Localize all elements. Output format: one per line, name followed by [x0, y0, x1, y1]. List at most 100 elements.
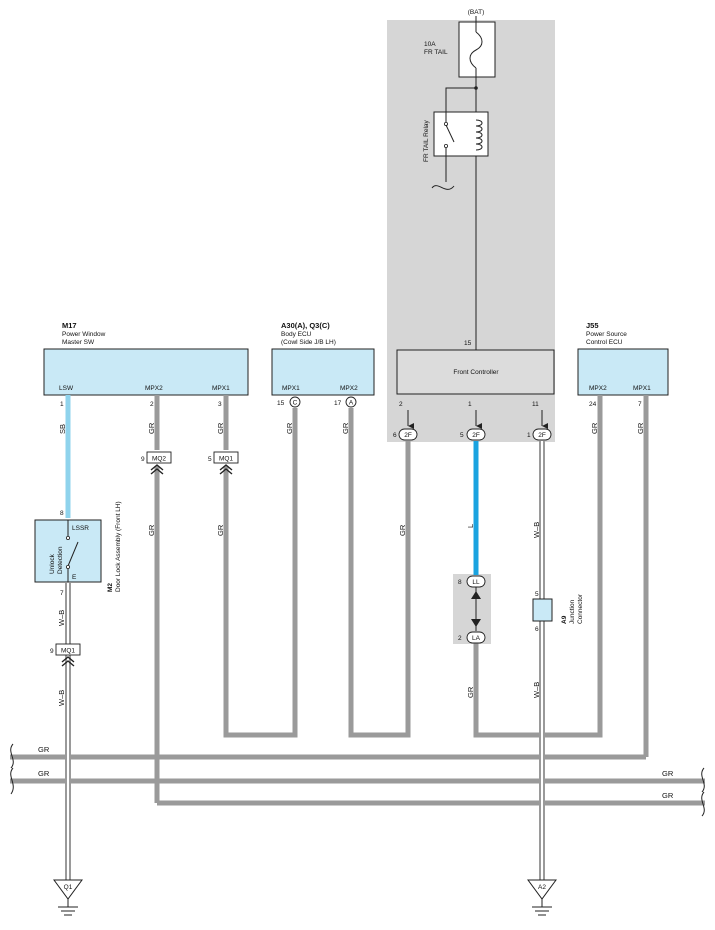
fuse-name-label: FR TAIL [424, 49, 448, 56]
wire-label-fc-l: L [466, 524, 475, 528]
j55-pin-num-7: 7 [638, 401, 642, 408]
body-ecu-name-line1: Body ECU [281, 331, 312, 338]
wire-label-fc-wb: W–B [532, 522, 541, 538]
body-ecu-connector-a-label: A [349, 400, 354, 407]
ll-id: LL [472, 579, 480, 586]
ground-a2-label: A2 [538, 884, 546, 891]
a9-code: A9 [561, 615, 568, 624]
fc-conn-1-id: 2F [538, 432, 546, 439]
body-ecu-pin-num-17: 17 [334, 400, 342, 407]
j55-name-line2: Control ECU [586, 339, 623, 346]
bus-line-2-label-left: GR [38, 769, 50, 778]
relay-feed-wire [445, 87, 476, 112]
front-controller-box [396, 349, 555, 395]
body-ecu-code: A30(A), Q3(C) [281, 321, 330, 330]
relay-label: FR TAIL Relay [423, 119, 430, 162]
bat-label: (BAT) [468, 9, 485, 16]
wire-label-m17-mpx1: GR [216, 422, 225, 434]
body-ecu-pin-mpx1: MPX1 [282, 385, 300, 392]
a9-name-line1: Junction [569, 599, 576, 624]
fuse-symbol [469, 31, 483, 69]
m2-pin-top: 8 [60, 510, 64, 517]
mq1-lower-num: 9 [50, 648, 54, 655]
mq1-lower-chevron [61, 656, 75, 667]
m17-pin-num-3: 3 [218, 401, 222, 408]
la-conn [466, 631, 486, 644]
bus-line-3-label-right: GR [662, 791, 674, 800]
wire-label-mq2-below: GR [147, 524, 156, 536]
a9-pin-top: 5 [535, 591, 539, 598]
wire-label-body-mpx2: GR [341, 422, 350, 434]
bus-break-right [701, 767, 705, 817]
m17-pin-mpx1: MPX1 [212, 385, 230, 392]
a9-box [532, 598, 553, 622]
body-ecu-box [271, 348, 375, 396]
j55-pin-num-24: 24 [589, 401, 597, 408]
bus-break-left [10, 743, 14, 795]
m2-pin-bottom: 7 [60, 590, 64, 597]
bus-line-2-label-right: GR [662, 769, 674, 778]
relay-switch-blade [445, 124, 455, 143]
fc-conn-1-num: 1 [527, 432, 531, 439]
body-ecu-pin-mpx2: MPX2 [340, 385, 358, 392]
m2-name: Door Lock Assembly (Front LH) [115, 501, 122, 592]
j55-name-line1: Power Source [586, 331, 627, 338]
j55-code: J55 [586, 321, 599, 330]
wire-label-j55-mpx2: GR [590, 422, 599, 434]
junction-dot [474, 86, 478, 90]
relay-switch-contact-bottom [443, 143, 448, 148]
m2-code: M2 [107, 583, 114, 592]
wire-label-j55-mpx1: GR [636, 422, 645, 434]
wire-label-body-mpx1: GR [285, 422, 294, 434]
wire-la-gr [473, 395, 603, 738]
front-controller-label: Front Controller [453, 369, 499, 376]
a9-name-line2: Connector [577, 593, 584, 624]
wire-label-mq1-below: GR [216, 524, 225, 536]
fc-conn-1 [532, 428, 552, 441]
wire-label-fc-gr: GR [398, 524, 407, 536]
wire-label-a9-wb: W–B [532, 682, 541, 698]
mq2-num: 9 [141, 456, 145, 463]
m2-switch-blade [67, 541, 79, 567]
relay-out-tilde [431, 185, 455, 190]
m17-name-line2: Master SW [62, 339, 95, 346]
m17-code: M17 [62, 321, 77, 330]
m2-switch-contact-bottom [66, 565, 71, 570]
fc-conn-5 [466, 428, 486, 441]
ll-arrow-up [471, 591, 481, 599]
j55-box [577, 348, 669, 396]
wire-label-mq1-lower-wb: W–B [57, 690, 66, 706]
mq1-upper-num: 5 [208, 456, 212, 463]
wire-m17-mpx1-b [223, 408, 298, 738]
mq2-id: MQ2 [152, 456, 166, 463]
relay-coil [475, 119, 483, 151]
relay-box [433, 111, 489, 157]
wire-label-m2-wb: W–B [57, 610, 66, 626]
mq1-lower-id: MQ1 [61, 648, 75, 655]
fc-conn-6-id: 2F [404, 432, 412, 439]
body-ecu-connector-c-label: C [293, 400, 298, 407]
m2-switch-contact-top [66, 536, 71, 541]
fc-conn-5-num: 5 [460, 432, 464, 439]
mq2-chevron [150, 464, 164, 475]
wire-label-sb: SB [58, 424, 67, 434]
mq1-lower-box [55, 643, 81, 656]
j55-pin-mpx1: MPX1 [633, 385, 651, 392]
m17-box [43, 348, 249, 396]
m17-pin-mpx2: MPX2 [145, 385, 163, 392]
ground-q1-label: Q1 [64, 884, 73, 891]
fc-conn-6 [398, 428, 418, 441]
m2-inner-line2: Detection [57, 546, 64, 574]
la-id: LA [472, 635, 481, 642]
m2-pin-bottom-label: E [72, 574, 77, 581]
m2-inner-line1: Unlock [49, 553, 56, 574]
j55-pin-mpx2: MPX2 [589, 385, 607, 392]
la-num: 2 [458, 635, 462, 642]
wire-label-m17-mpx2: GR [147, 422, 156, 434]
wire-body-mpx2 [348, 408, 411, 738]
fuse-amp-label: 10A [424, 41, 436, 48]
body-ecu-connector-a [345, 396, 357, 408]
body-ecu-connector-c [289, 396, 301, 408]
a9-pin-bottom: 6 [535, 626, 539, 633]
